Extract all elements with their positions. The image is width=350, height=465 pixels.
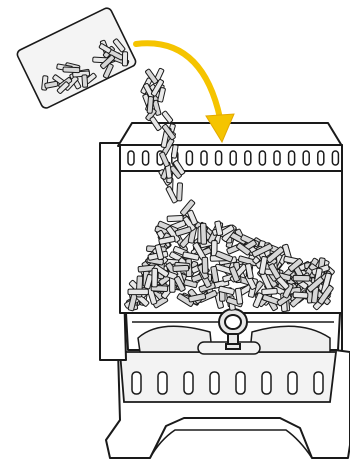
vent-slot (318, 151, 324, 165)
ring-slot (132, 372, 141, 394)
pellet-icon (162, 111, 174, 124)
pellet-icon (82, 75, 88, 88)
pellet-icon (147, 96, 153, 113)
vent-slot (230, 151, 236, 165)
vent-slot (303, 151, 309, 165)
vent-slot (216, 151, 222, 165)
vent-slot (274, 151, 280, 165)
pellet-icon (262, 288, 278, 295)
pellet-icon (167, 215, 183, 221)
ring-slot (236, 372, 245, 394)
pellet-icon (202, 257, 208, 273)
pellet-icon (152, 268, 158, 287)
vent-slot (143, 151, 149, 165)
vent-slot (245, 151, 251, 165)
pellet-icon (63, 67, 80, 73)
vent-slot (186, 151, 192, 165)
ring-slot (262, 372, 271, 394)
vent-slot (332, 151, 338, 165)
pellet-icon (200, 223, 206, 244)
pellet-icon (177, 183, 183, 201)
vent-slot (289, 151, 295, 165)
pellet-icon (173, 265, 189, 271)
pellet-icon (128, 289, 148, 295)
pellet-icon (293, 275, 310, 281)
pellet-icon (122, 52, 127, 66)
scoop-icon (16, 6, 138, 109)
pellet-icon (293, 292, 308, 299)
ring-slot (184, 372, 193, 394)
vent-slot (128, 151, 134, 165)
ring-slot (314, 372, 323, 394)
vent-slot (201, 151, 207, 165)
ring-slot (158, 372, 167, 394)
hopper-lid (118, 123, 342, 146)
funnel-ring (120, 352, 336, 402)
ring-slot (210, 372, 219, 394)
vent-slots (128, 151, 338, 165)
vent-slot (259, 151, 265, 165)
ring-slot (288, 372, 297, 394)
